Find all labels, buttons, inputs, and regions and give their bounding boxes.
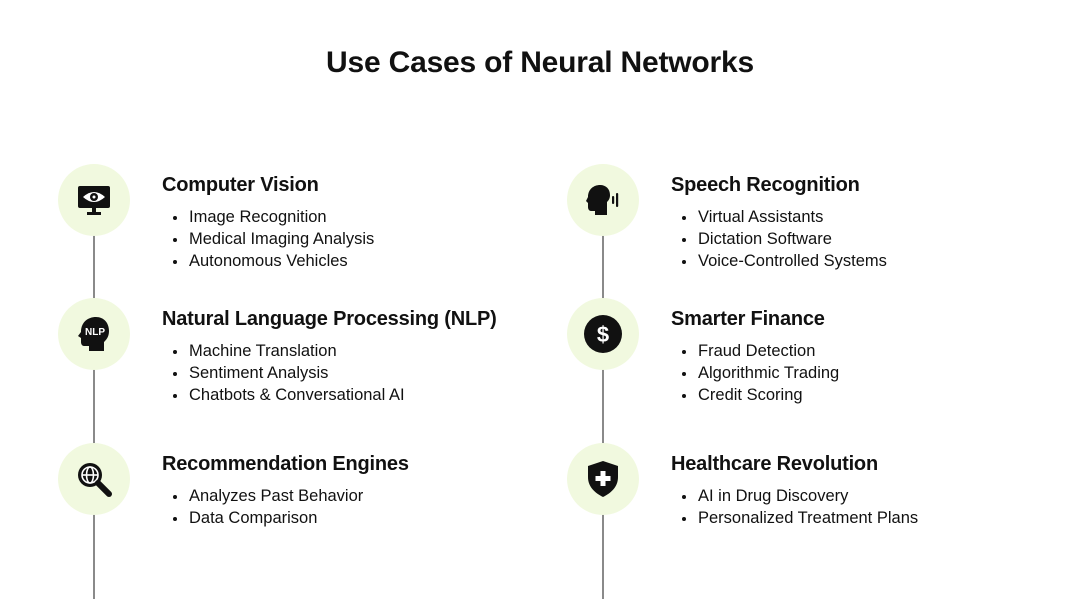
page-title: Use Cases of Neural Networks xyxy=(326,46,754,79)
bullet-item: Virtual Assistants xyxy=(671,206,887,228)
icon-circle xyxy=(567,443,639,515)
bullet-list: Fraud Detection Algorithmic Trading Cred… xyxy=(671,340,839,406)
bullet-item: Data Comparison xyxy=(162,507,363,529)
bullet-item: Voice-Controlled Systems xyxy=(671,250,887,272)
use-case-title: Healthcare Revolution xyxy=(671,453,878,475)
dollar-coin-icon: $ xyxy=(584,315,622,353)
bullet-item: Analyzes Past Behavior xyxy=(162,485,363,507)
timeline-connector xyxy=(602,368,604,445)
timeline-connector xyxy=(93,233,95,299)
timeline-connector xyxy=(93,368,95,445)
bullet-item: Autonomous Vehicles xyxy=(162,250,374,272)
use-case-title: Smarter Finance xyxy=(671,308,825,330)
nlp-head-icon: NLP xyxy=(78,317,109,351)
svg-text:NLP: NLP xyxy=(85,327,105,338)
bullet-item: Sentiment Analysis xyxy=(162,362,405,384)
use-case-title: Natural Language Processing (NLP) xyxy=(162,308,497,330)
bullet-list: Machine Translation Sentiment Analysis C… xyxy=(162,340,405,406)
medical-shield-icon xyxy=(588,461,618,497)
bullet-list: AI in Drug Discovery Personalized Treatm… xyxy=(671,485,918,529)
timeline-connector xyxy=(602,233,604,299)
bullet-item: Personalized Treatment Plans xyxy=(671,507,918,529)
icon-circle: NLP xyxy=(58,298,130,370)
bullet-item: Dictation Software xyxy=(671,228,887,250)
monitor-eye-icon xyxy=(78,186,110,215)
icon-circle xyxy=(58,443,130,515)
bullet-item: Medical Imaging Analysis xyxy=(162,228,374,250)
speaking-head-icon xyxy=(586,185,619,215)
use-case-title: Computer Vision xyxy=(162,174,319,196)
bullet-item: AI in Drug Discovery xyxy=(671,485,918,507)
globe-magnifier-icon xyxy=(78,463,112,497)
bullet-item: Image Recognition xyxy=(162,206,374,228)
bullet-list: Image Recognition Medical Imaging Analys… xyxy=(162,206,374,272)
bullet-item: Chatbots & Conversational AI xyxy=(162,384,405,406)
bullet-item: Algorithmic Trading xyxy=(671,362,839,384)
use-case-title: Speech Recognition xyxy=(671,174,860,196)
bullet-item: Fraud Detection xyxy=(671,340,839,362)
svg-text:$: $ xyxy=(597,322,609,347)
bullet-item: Credit Scoring xyxy=(671,384,839,406)
timeline-connector xyxy=(602,513,604,599)
icon-circle xyxy=(567,164,639,236)
icon-circle xyxy=(58,164,130,236)
bullet-list: Virtual Assistants Dictation Software Vo… xyxy=(671,206,887,272)
icon-circle: $ xyxy=(567,298,639,370)
bullet-item: Machine Translation xyxy=(162,340,405,362)
timeline-connector xyxy=(93,513,95,599)
bullet-list: Analyzes Past Behavior Data Comparison xyxy=(162,485,363,529)
use-case-title: Recommendation Engines xyxy=(162,453,409,475)
